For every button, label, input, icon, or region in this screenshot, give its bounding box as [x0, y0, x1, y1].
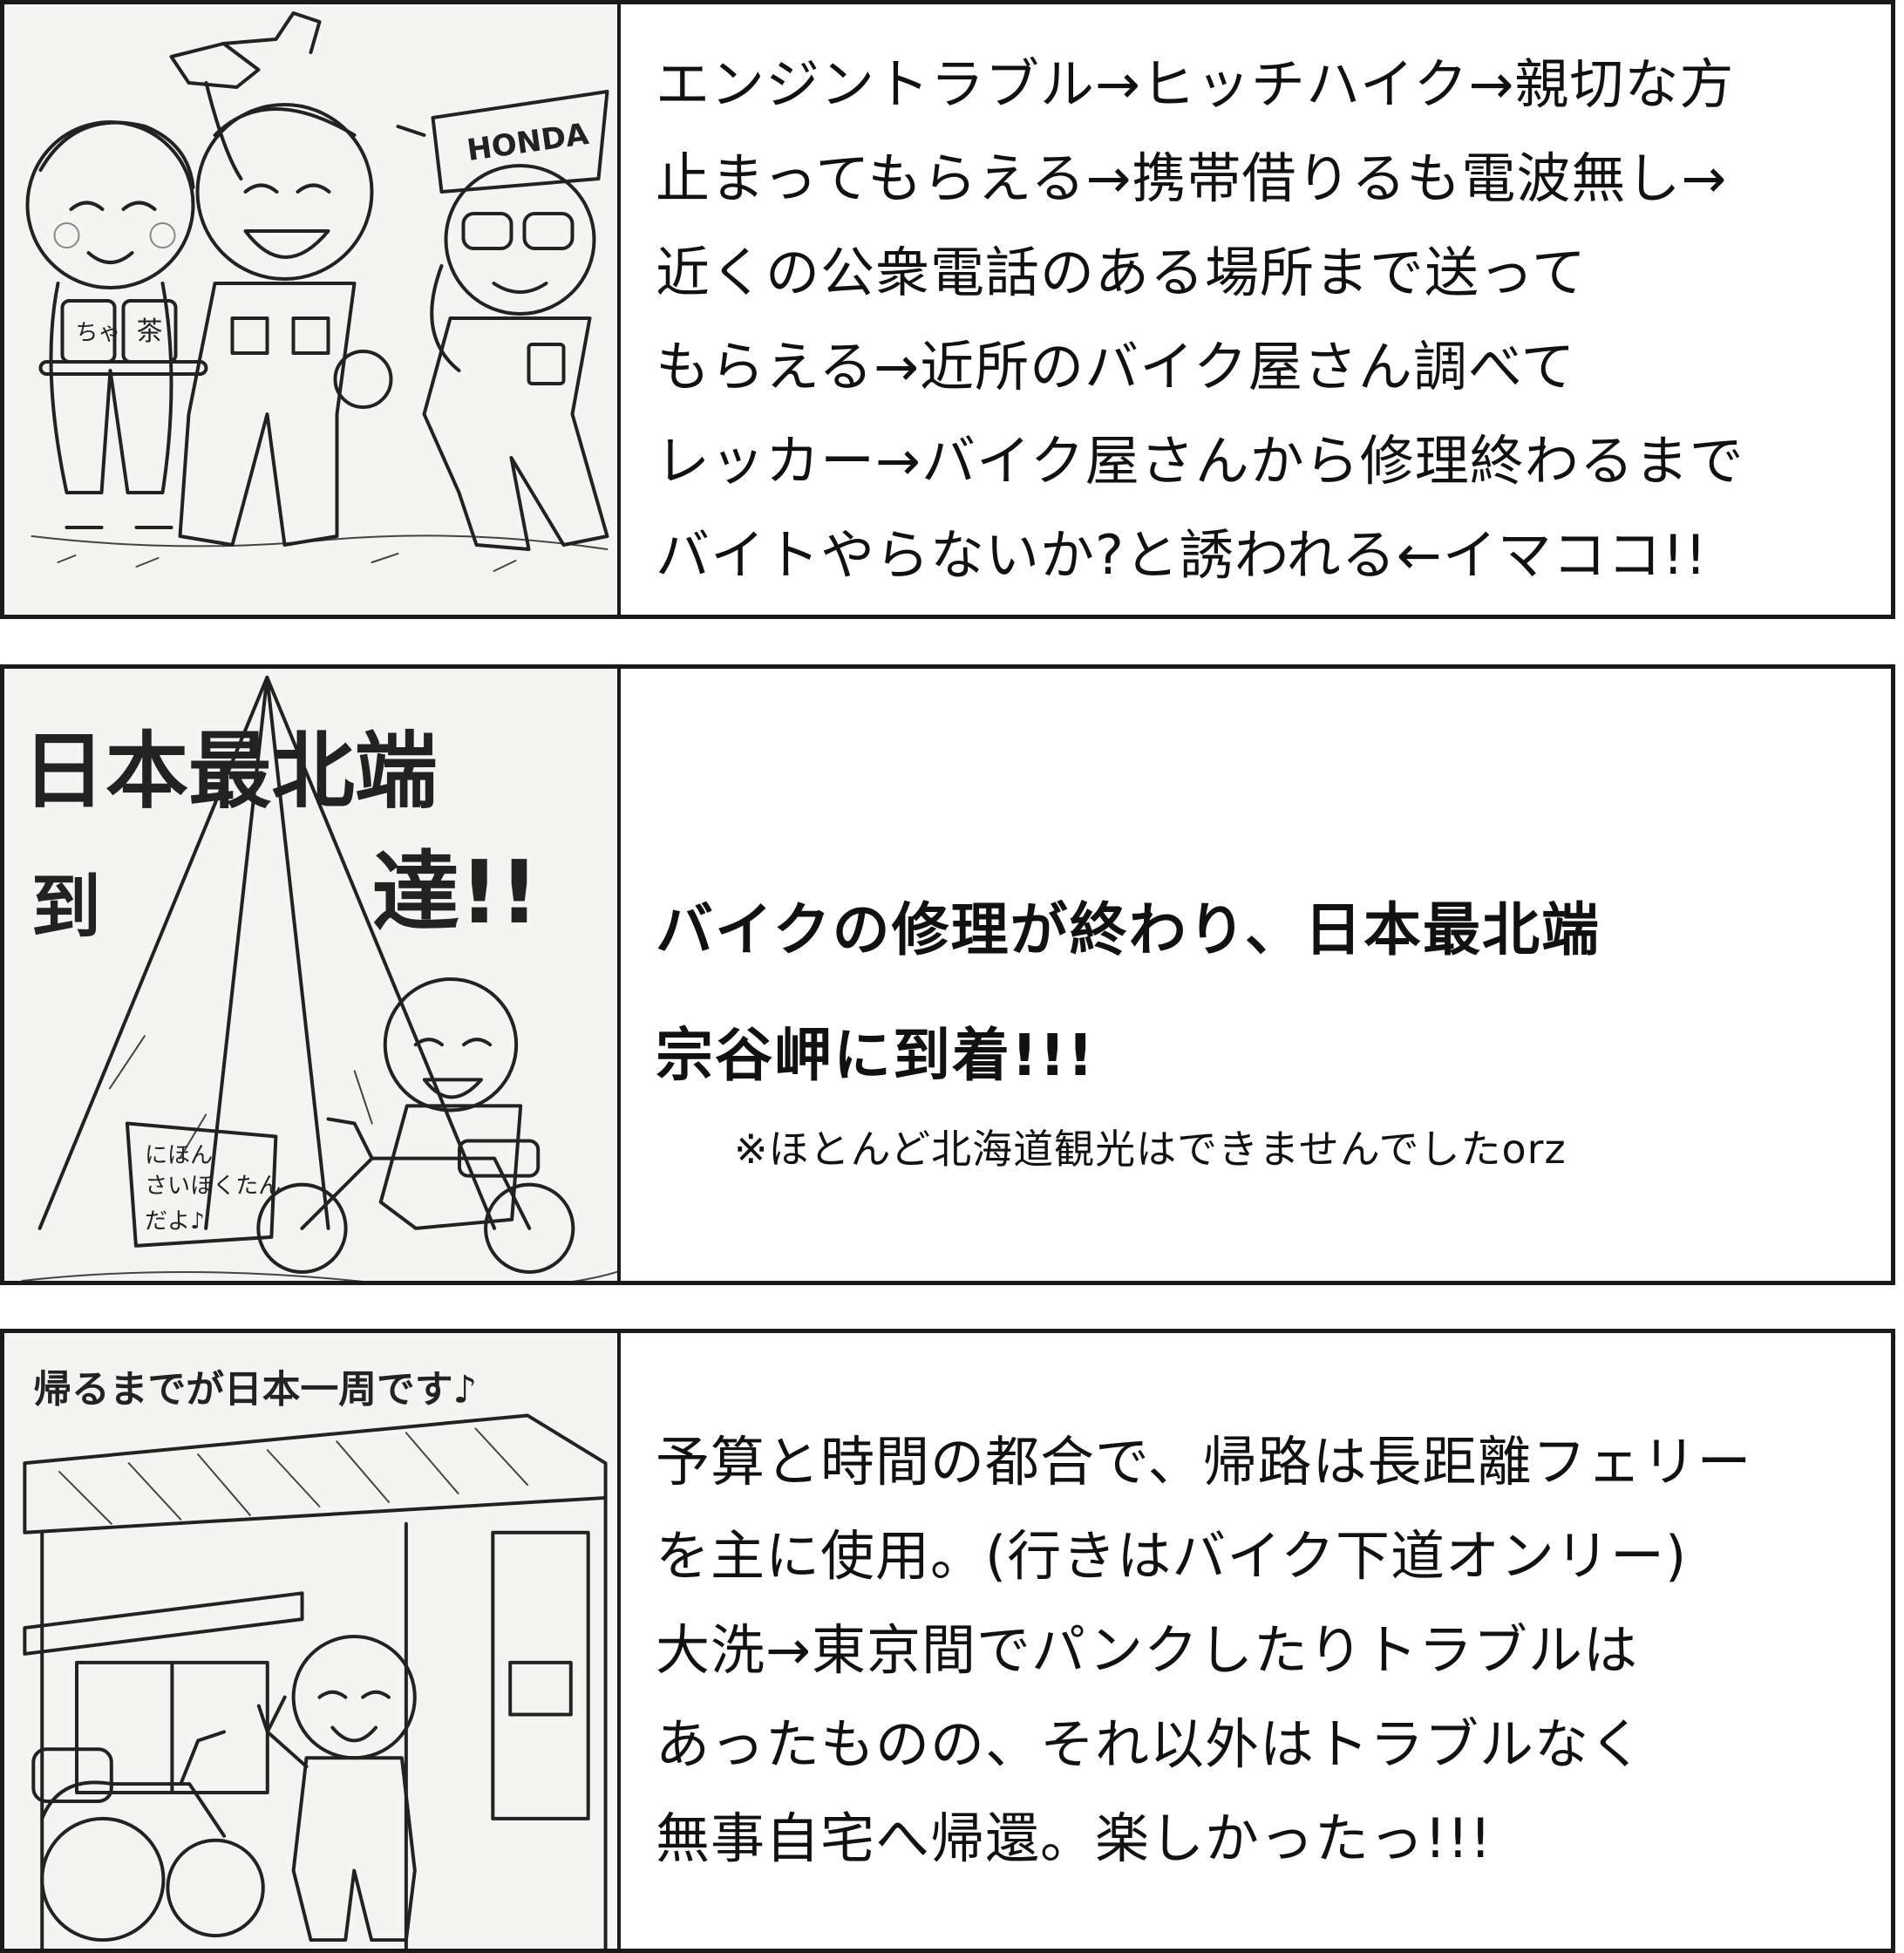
text-line: 予算と時間の都合で、帰路は長距離フェリー: [656, 1430, 1752, 1494]
text-line: レッカー→バイク屋さんから修理終わるまで: [656, 429, 1744, 493]
panel-3-lines: 予算と時間の都合で、帰路は長距離フェリー を主に使用。(行きはバイク下道オンリー…: [656, 1415, 1873, 1886]
cape-soya-illustration: 日本最北端 到 達!! にほん さいほくたん だよ♪: [21, 676, 617, 1281]
text-line: 止まってもらえる→携帯借りるも電波無し→: [656, 146, 1728, 210]
cup-left-label: ちゃ: [76, 320, 121, 346]
text-line: バイトやらないか?と誘われる←イマココ!!: [656, 523, 1708, 587]
headline-line: バイクの修理が終わり、日本最北端: [656, 896, 1601, 963]
sign-line-3: だよ♪: [145, 1208, 205, 1235]
cup-right-label: 茶: [137, 316, 163, 347]
sign-line-1: にほん: [145, 1143, 213, 1169]
panel-1-lines: エンジントラブル→ヒッチハイク→親切な方 止まってもらえる→携帯借りるも電波無し…: [656, 37, 1873, 602]
panel-3-illustration: 帰るまでが日本一周です♪: [4, 1333, 621, 1949]
text-line: 無事自宅へ帰還。楽しかったっ!!!: [656, 1807, 1493, 1870]
panel-2-illustration: 日本最北端 到 達!! にほん さいほくたん だよ♪: [4, 669, 621, 1281]
panel-1-illustration: ちゃ 茶 HONDA: [4, 4, 621, 615]
text-line: もらえる→近所のバイク屋さん調べて: [656, 335, 1576, 398]
sign-line-2: さいほくたん: [145, 1174, 281, 1200]
comic-panel-1: ちゃ 茶 HONDA エ: [0, 0, 1895, 619]
panel-3-text: 予算と時間の都合で、帰路は長距離フェリー を主に使用。(行きはバイク下道オンリー…: [621, 1333, 1891, 1949]
handwritten-caption: 帰るまでが日本一周です♪: [33, 1368, 477, 1412]
panel-2-note: ※ほとんど北海道観光はできませんでしたorz: [734, 1126, 1567, 1173]
text-line: エンジントラブル→ヒッチハイク→親切な方: [656, 52, 1735, 116]
handwritten-title-top: 日本最北端: [23, 724, 438, 820]
panel-1-text: エンジントラブル→ヒッチハイク→親切な方 止まってもらえる→携帯借りるも電波無し…: [621, 4, 1891, 615]
panel-2-text: バイクの修理が終わり、日本最北端 宗谷岬に到着!!! ※ほとんど北海道観光はでき…: [621, 669, 1891, 1281]
cap-text: HONDA: [465, 117, 591, 168]
text-line: あったものの、それ以外はトラブルなく: [656, 1712, 1645, 1776]
text-line: 大洗→東京間でパンクしたりトラブルは: [656, 1618, 1639, 1682]
mechanics-illustration: ちゃ 茶 HONDA: [25, 11, 609, 572]
text-line: を主に使用。(行きはバイク下道オンリー): [656, 1524, 1688, 1588]
handwritten-title-right: 達!!: [372, 841, 540, 943]
panel-2-headline: バイクの修理が終わり、日本最北端 宗谷岬に到着!!!: [656, 868, 1601, 1119]
text-line: 近くの公衆電話のある場所まで送って: [656, 241, 1587, 304]
handwritten-title-left: 到: [31, 867, 101, 948]
comic-panel-3: 帰るまでが日本一周です♪ 予算と時: [0, 1329, 1895, 1953]
comic-panel-2: 日本最北端 到 達!! にほん さいほくたん だよ♪ バイクの修理が終わり、日本…: [0, 664, 1895, 1285]
home-return-illustration: 帰るまでが日本一周です♪: [23, 1368, 608, 1949]
headline-line: 宗谷岬に到着!!!: [656, 1022, 1096, 1089]
